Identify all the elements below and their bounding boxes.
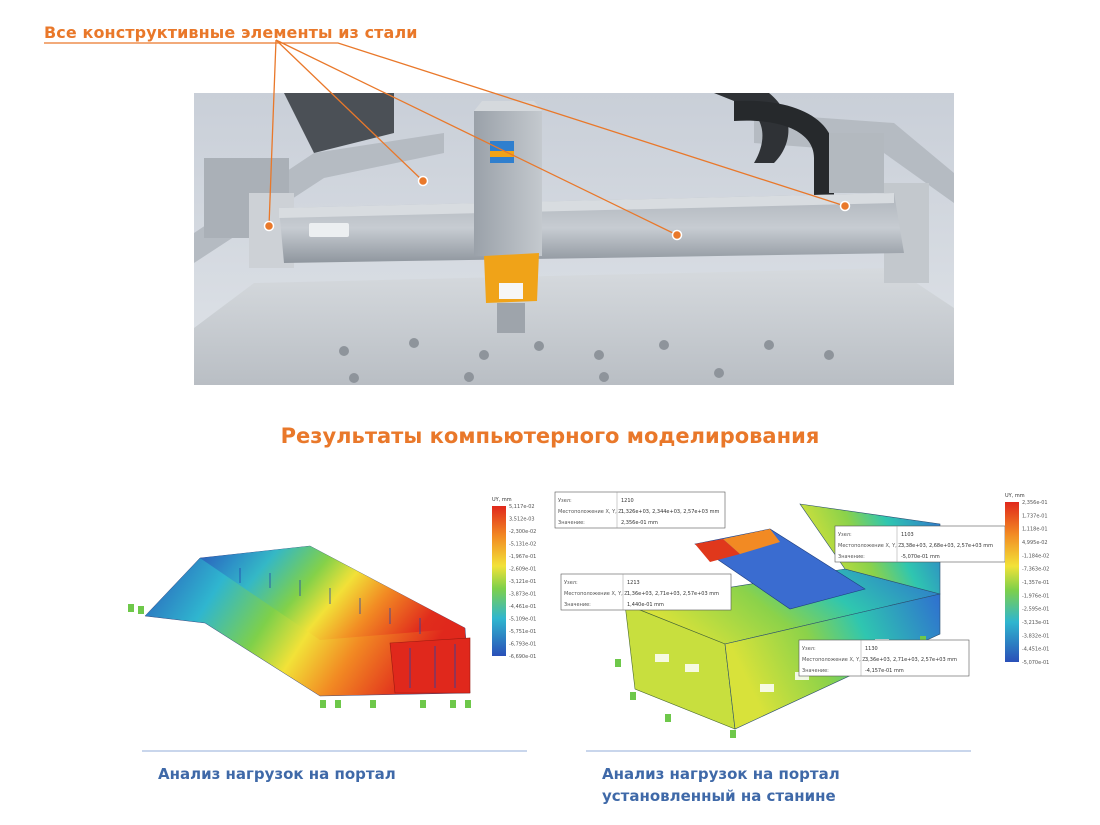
legend-tick-label: -3,121e-01: [509, 579, 536, 585]
legend-tick-label: -1,184e-02: [1022, 553, 1049, 559]
legend-tick-label: -7,363e-02: [1022, 567, 1049, 573]
probe-field-value: 1,440e-01 mm: [627, 602, 664, 608]
legend-tick-label: -2,595e-01: [1022, 607, 1049, 613]
probe-field-label: Местоположение X, Y, Z:: [558, 509, 624, 515]
legend-tick-label: -5,070e-01: [1022, 660, 1049, 666]
legend-tick-label: -3,213e-01: [1022, 620, 1049, 626]
probe-field-label: Значение:: [802, 668, 829, 674]
caption-line: установленный на станине: [602, 787, 836, 805]
legend-tick-label: -1,967e-01: [509, 554, 536, 560]
probe-field-value: 3,38e+03, 2,68e+03, 2,57e+03 mm: [901, 543, 993, 549]
probe-field-label: Значение:: [564, 602, 591, 608]
legend-tick-label: 5,117e-02: [509, 504, 535, 510]
legend-tick-label: -5,109e-01: [509, 617, 536, 623]
legend-tick-label: 3,512e-03: [509, 517, 535, 523]
legend-tick-label: -2,300e-02: [509, 529, 536, 535]
portal-load-simulation: UY, mm 5,117e-02 3,512e-03 -2,300e-02 -5,13…: [128, 497, 536, 708]
legend-tick-label: 1,737e-01: [1022, 513, 1048, 519]
probe-field-value: 2,356e-01 mm: [621, 520, 658, 526]
legend-tick-label: -6,690e-01: [509, 654, 536, 660]
probe-field-label: Местоположение X, Y, Z:: [838, 543, 904, 549]
probe-field-label: Местоположение X, Y, Z:: [802, 657, 868, 663]
legend-tick-label: -4,461e-01: [509, 604, 536, 610]
legend-units: UY, mm: [1005, 493, 1025, 499]
legend-tick-label: -4,451e-01: [1022, 647, 1049, 653]
legend-tick-label: -1,976e-01: [1022, 593, 1049, 599]
caption-line: Анализ нагрузок на портал: [602, 765, 840, 783]
legend-tick-label: -3,832e-01: [1022, 633, 1049, 639]
caption-portal: Анализ нагрузок на портал: [158, 765, 396, 783]
probe-field-label: Узел:: [564, 580, 578, 586]
probe-field-label: Местоположение X, Y, Z:: [564, 591, 630, 597]
caption-divider: [586, 750, 971, 752]
legend-tick-label: -5,751e-01: [509, 629, 536, 635]
legend-tick-label: -5,131e-02: [509, 542, 536, 548]
legend-tick-label: 4,995e-02: [1022, 540, 1048, 546]
probe-field-value: 1,36e+03, 2,71e+03, 2,57e+03 mm: [627, 591, 719, 597]
probe-field-label: Узел:: [838, 532, 852, 538]
legend-tick-label: -1,357e-01: [1022, 580, 1049, 586]
probe-field-value: -4,157e-01 mm: [865, 668, 904, 674]
section-label-steel: Все конструктивные элементы из стали: [44, 23, 418, 42]
probe-field-value: -5,070e-01 mm: [901, 554, 940, 560]
probe-field-value: 3,36e+03, 2,71e+03, 2,57e+03 mm: [865, 657, 957, 663]
caption-portal-frame: Анализ нагрузок на портал установленный …: [602, 763, 840, 807]
probe-field-value: 1213: [627, 580, 640, 586]
caption-divider: [142, 750, 527, 752]
legend-tick-label: -2,609e-01: [509, 567, 536, 573]
probe-field-value: 1,326e+03, 2,344e+03, 2,57e+03 mm: [621, 509, 719, 515]
probe-field-value: 1103: [901, 532, 914, 538]
probe-field-label: Значение:: [558, 520, 585, 526]
legend-tick-label: -6,793e-01: [509, 642, 536, 648]
legend-tick-label: 2,356e-01: [1022, 500, 1048, 506]
legend-units: UY, mm: [492, 497, 512, 503]
gantry-machine-illustration: [194, 93, 954, 385]
probe-field-value: 1130: [865, 646, 878, 652]
probe-field-label: Узел:: [558, 498, 572, 504]
section-title: Результаты компьютерного моделирования: [280, 424, 820, 448]
probe-field-label: Узел:: [802, 646, 816, 652]
legend-tick-label: -3,873e-01: [509, 592, 536, 598]
probe-field-value: 1210: [621, 498, 634, 504]
legend-tick-label: 1,118e-01: [1022, 527, 1048, 533]
probe-field-label: Значение:: [838, 554, 865, 560]
